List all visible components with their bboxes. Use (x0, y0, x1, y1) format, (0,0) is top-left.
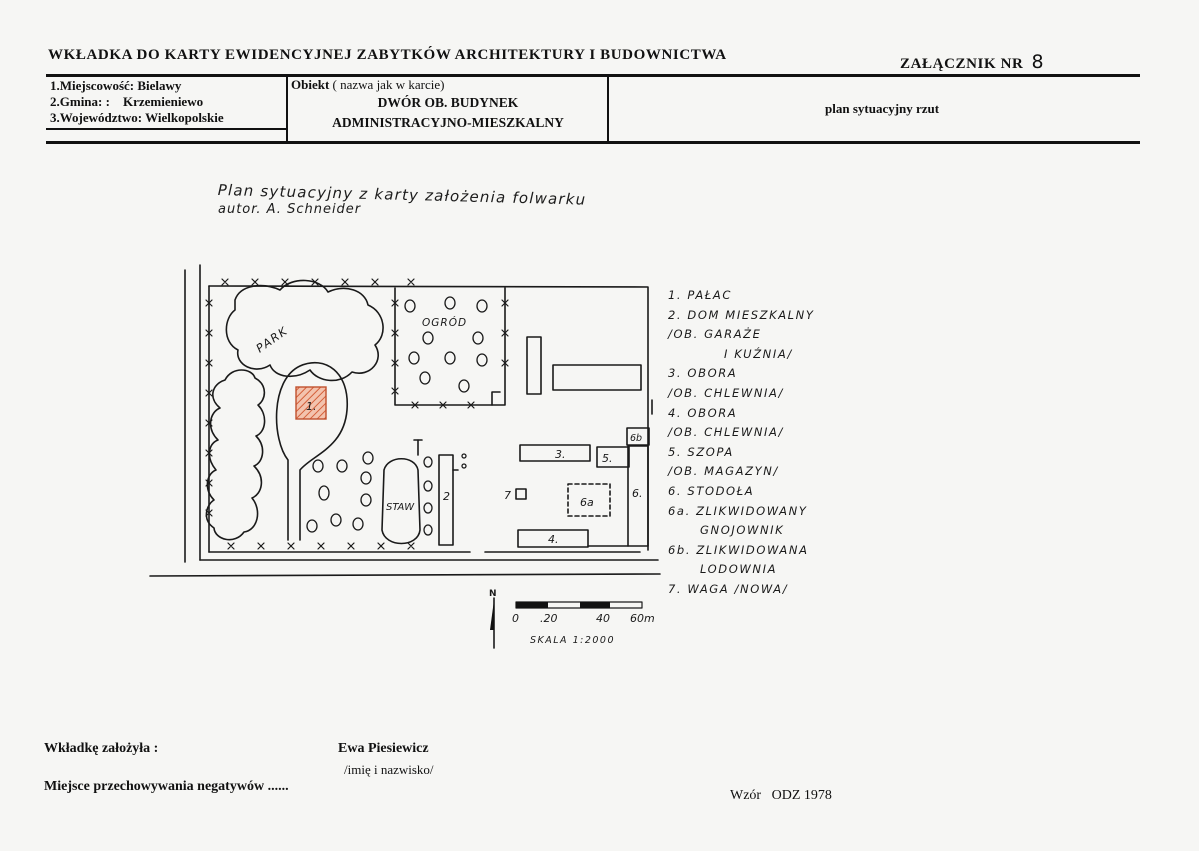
form-value: ODZ 1978 (771, 788, 832, 803)
pond-label: STAW (386, 502, 415, 513)
legend-item: 6. STODOŁA (668, 483, 755, 498)
annex-label: ZAŁĄCZNIK NR 8 (900, 51, 1044, 73)
building-garage (526, 336, 542, 395)
building-6 (627, 445, 649, 547)
building-7 (515, 488, 527, 500)
building-3-label: 3. (555, 448, 566, 461)
form-version: Wzór ODZ 1978 (730, 788, 832, 804)
building-barn-north (552, 364, 642, 391)
commune-field: 2.Gmina: : Krzemieniewo (50, 94, 203, 110)
building-4 (517, 529, 589, 548)
header-bottom-rule (46, 141, 1140, 144)
object-name-line-2: ADMINISTRACYJNO-MIESZKALNY (332, 115, 564, 130)
park-label: PARK (253, 323, 290, 355)
building-6a-dashed (567, 483, 611, 517)
pond-outline (381, 457, 421, 545)
building-6b-label: 6b (630, 433, 642, 444)
scale-caption: SKALA 1:2000 (530, 635, 615, 646)
legend-item: 6a. ZLIKWIDOWANY (668, 503, 808, 518)
legend-item: GNOJOWNIK (700, 523, 785, 538)
legend-item: /OB. CHLEWNIA/ (668, 385, 784, 400)
building-5-label: 5. (602, 452, 613, 465)
location-label: 1.Miejscowość: (50, 78, 135, 93)
legend-item: /OB. GARAŻE (668, 327, 762, 342)
legend-item: /OB. CHLEWNIA/ (668, 425, 784, 440)
header-divider-1 (286, 75, 288, 142)
legend-item: 2. DOM MIESZKALNY (668, 307, 815, 322)
commune-value: Krzemieniewo (122, 94, 204, 109)
north-arrow-head (490, 600, 494, 630)
garden-fence (394, 287, 506, 406)
plan-caption-line-2: autor. A. Schneider (218, 202, 362, 217)
legend-item: 4. OBORA (668, 405, 738, 420)
building-5 (596, 446, 630, 468)
annex-label-text: ZAŁĄCZNIK NR (900, 56, 1024, 72)
legend-item: I KUŹNIA/ (724, 346, 793, 361)
plan-type: plan sytuacyjny rzut (825, 101, 940, 116)
negatives-label: Miejsce przechowywania negatywów ...... (44, 779, 289, 794)
object-label-text: Obiekt (291, 77, 330, 92)
tree-row-outline (205, 369, 266, 541)
legend-item: 1. PAŁAC (668, 288, 733, 302)
header-divider-2 (607, 75, 609, 142)
building-2-label: 2 (443, 490, 450, 503)
object-label: Obiekt ( nazwa jak w karcie) (291, 77, 444, 93)
scale-tick-20: .20 (540, 612, 558, 625)
scale-tick-0: 0 (512, 612, 519, 625)
building-6b (626, 427, 650, 446)
location-value: Bielawy (137, 78, 182, 93)
legend-item: /OB. MAGAZYN/ (668, 464, 779, 479)
building-7-label: 7 (504, 489, 511, 502)
scale-bar-seg-1 (516, 602, 548, 608)
garden-trees (404, 296, 488, 393)
building-6a-label: 6a (580, 496, 594, 509)
voivodeship-field: 3.Województwo: Wielkopolskie (50, 110, 224, 126)
building-6-label: 6. (632, 487, 643, 500)
document-title: WKŁADKA DO KARTY EWIDENCYJNEJ ZABYTKÓW A… (48, 47, 727, 63)
garden-gate (491, 391, 501, 406)
object-note: ( nazwa jak w karcie) (332, 77, 445, 92)
name-note: /imię i nazwisko/ (344, 762, 434, 777)
scale-tick-40: 40 (596, 612, 610, 625)
location-field: 1.Miejscowość: Bielawy (50, 78, 181, 94)
header-inner-rule (46, 128, 286, 130)
scale-bar-seg-3 (580, 602, 610, 608)
building-1-palace (295, 386, 327, 420)
object-name-line-1: DWÓR OB. BUDYNEK (377, 95, 519, 110)
legend-item: 3. OBORA (668, 366, 738, 381)
header-top-rule (46, 74, 1140, 77)
building-2 (438, 454, 454, 546)
annex-number: 8 (1031, 51, 1045, 73)
road-south-outer (149, 573, 661, 577)
garden-label: OGRÓD (422, 316, 467, 329)
plan-legend: 1. PAŁAC 2. DOM MIESZKALNY /OB. GARAŻE I… (668, 286, 815, 600)
founder-name: Ewa Piesiewicz (338, 741, 429, 756)
fence-marks (205, 278, 509, 550)
park-trees (306, 451, 467, 536)
park-outline (225, 279, 384, 382)
legend-item: 7. WAGA /NOWA/ (668, 581, 789, 596)
commune-label: 2.Gmina: : (50, 94, 110, 109)
building-1-label: 1. (306, 400, 317, 413)
north-label: N (489, 589, 497, 599)
scale-tick-60: 60m (630, 612, 655, 625)
voivodeship-value: Wielkopolskie (145, 110, 224, 125)
building-4-label: 4. (548, 533, 559, 546)
building-3 (519, 444, 591, 462)
legend-item: 5. SZOPA (668, 444, 734, 459)
form-label: Wzór (730, 788, 762, 803)
founder-label: Wkładkę założyła : (44, 741, 159, 756)
drive-path (275, 361, 348, 541)
legend-item: 6b. ZLIKWIDOWANA (668, 542, 809, 557)
voivodeship-label: 3.Województwo: (50, 110, 143, 125)
legend-item: LODOWNIA (700, 562, 778, 577)
